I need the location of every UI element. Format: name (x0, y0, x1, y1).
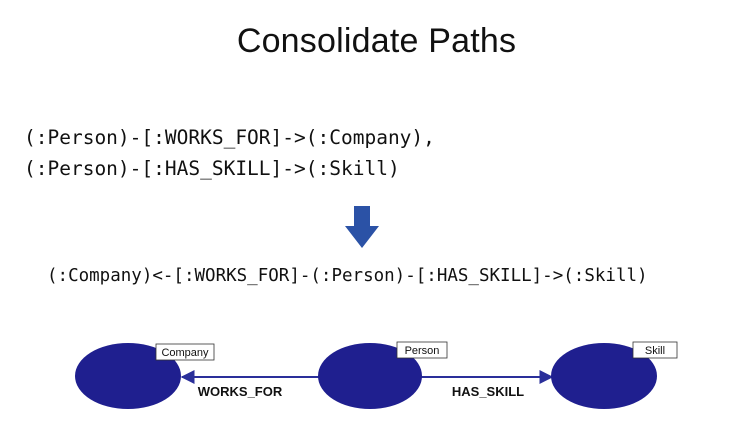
node-person (318, 343, 422, 409)
page-title: Consolidate Paths (236, 22, 517, 60)
graph-diagram: WORKS_FOR HAS_SKILL Company Person Skill (75, 341, 678, 409)
rel-label-has-skill: HAS_SKILL (452, 384, 524, 399)
node-label-box-company (155, 343, 215, 361)
node-label-box-skill (632, 341, 678, 359)
node-label-skill: Skill (645, 345, 665, 357)
code-line-1: (:Person)-[:WORKS_FOR]->(:Company), (24, 126, 435, 149)
code-result: (:Company)<-[:WORKS_FOR]-(:Person)-[:HAS… (47, 266, 648, 286)
code-line-2: (:Person)-[:HAS_SKILL]->(:Skill) (24, 157, 400, 180)
rel-label-works-for: WORKS_FOR (198, 384, 283, 399)
node-label-person: Person (405, 345, 440, 357)
arrow-down-icon (345, 206, 379, 248)
node-skill (551, 343, 657, 409)
node-label-box-person (396, 341, 448, 359)
node-company (75, 343, 181, 409)
node-label-company: Company (161, 347, 209, 359)
